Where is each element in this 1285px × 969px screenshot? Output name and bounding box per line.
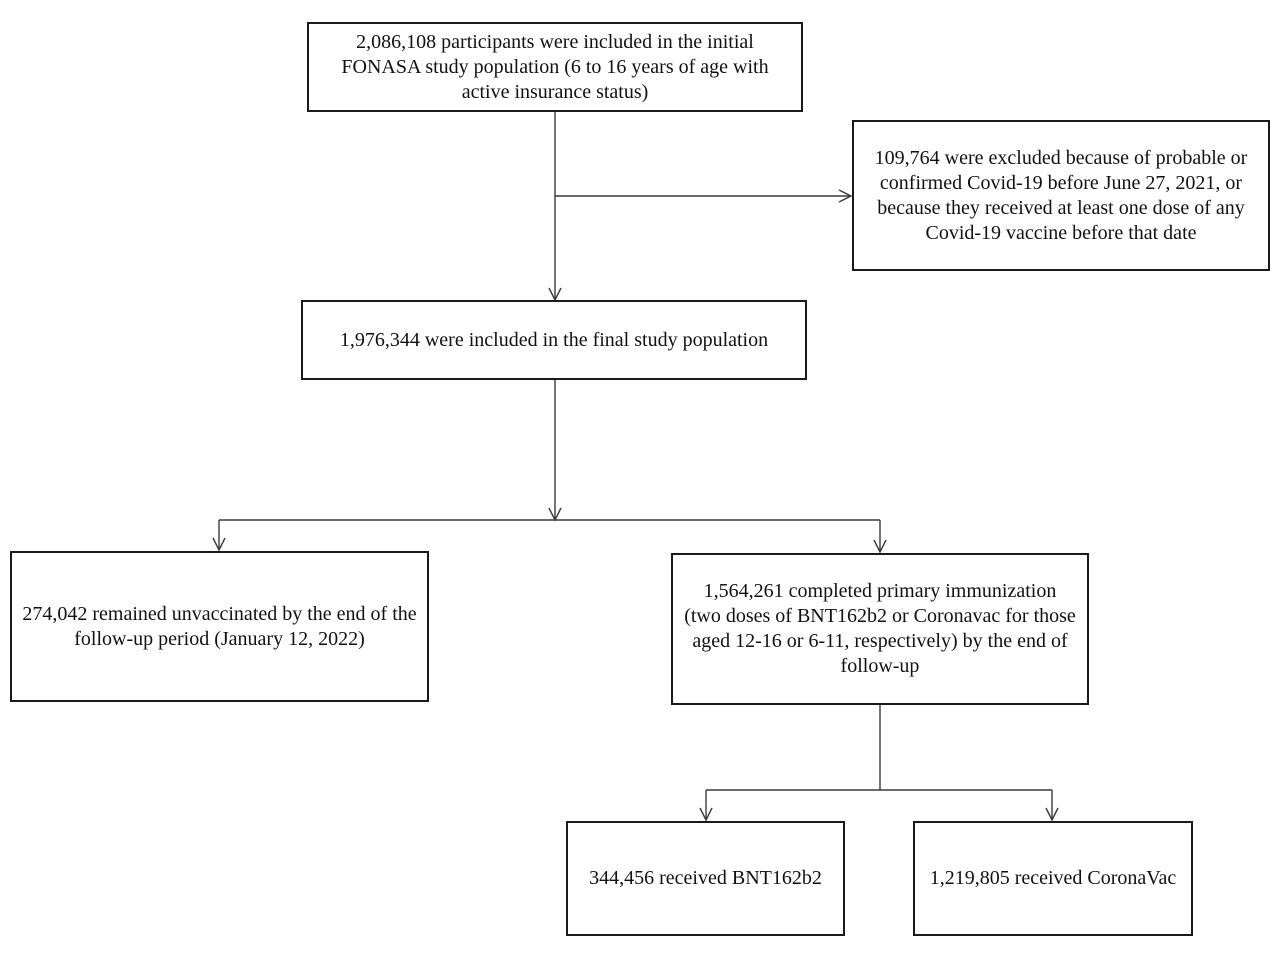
excluded-box: 109,764 were excluded because of probabl… <box>852 120 1270 271</box>
excluded-text: 109,764 were excluded because of probabl… <box>874 146 1248 244</box>
bnt162b2-text: 344,456 received BNT162b2 <box>589 867 822 889</box>
initial-population-box: 2,086,108 participants were included in … <box>307 22 803 112</box>
unvaccinated-box: 274,042 remained unvaccinated by the end… <box>10 551 429 702</box>
arrowhead-coronavac <box>1045 807 1059 822</box>
arrowhead-excluded <box>838 189 853 203</box>
bnt162b2-box: 344,456 received BNT162b2 <box>566 821 845 936</box>
final-population-box: 1,976,344 were included in the final stu… <box>301 300 807 380</box>
arrowhead-primary <box>873 539 887 554</box>
initial-population-text: 2,086,108 participants were included in … <box>341 30 769 103</box>
primary-immunization-text: 1,564,261 completed primary immunization… <box>684 580 1076 677</box>
final-population-text: 1,976,344 were included in the final stu… <box>339 328 769 351</box>
coronavac-box: 1,219,805 received CoronaVac <box>913 821 1193 936</box>
arrowhead-unvaccinated <box>212 537 226 552</box>
coronavac-text: 1,219,805 received CoronaVac <box>929 867 1177 889</box>
primary-immunization-box: 1,564,261 completed primary immunization… <box>671 553 1089 705</box>
unvaccinated-text: 274,042 remained unvaccinated by the end… <box>22 602 417 650</box>
arrowhead-bnt <box>699 807 713 822</box>
